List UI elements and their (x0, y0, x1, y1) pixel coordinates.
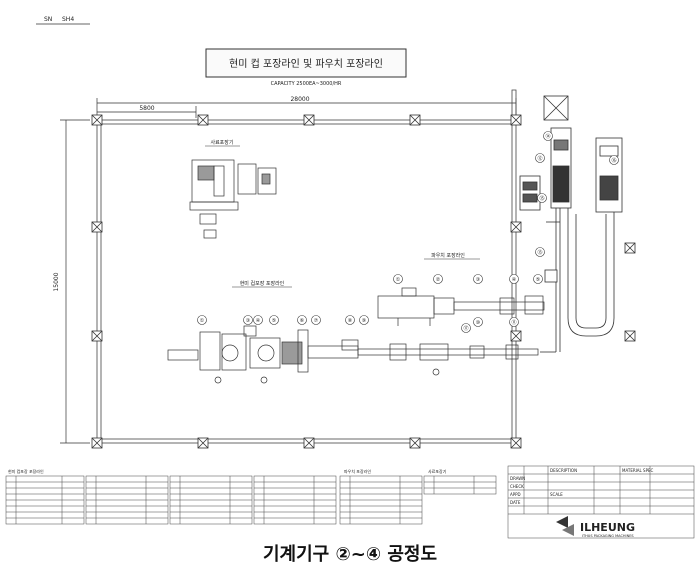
company-logo: ILHEUNG ITHUS PACKAGING MACHINES (556, 516, 635, 538)
title-block-check: CHECK (510, 484, 524, 489)
column (91, 330, 103, 342)
columns (91, 114, 636, 449)
svg-text:⑤: ⑤ (272, 318, 276, 324)
parts-list-3: 사료포장기 (423, 468, 497, 495)
column (624, 330, 636, 342)
callout: ③ (473, 274, 483, 284)
building-outline (96, 89, 517, 444)
column (197, 437, 209, 449)
column (197, 114, 209, 126)
column (510, 330, 522, 342)
column (409, 114, 421, 126)
room-c-label: 현미 컵포장 포장라인 (240, 280, 285, 287)
svg-text:③: ③ (246, 318, 250, 324)
title-block-description: DESCRIPTION (550, 468, 577, 473)
title-block-material: MATERIAL SPEC (622, 468, 654, 473)
parts-list-1: 현미 컵포장 포장라인 (5, 468, 337, 525)
column (624, 242, 636, 254)
transfer-conveyor (540, 204, 615, 353)
column (303, 437, 315, 449)
corner-header: SN SH4 (36, 16, 90, 25)
callout: ⑪ (509, 317, 519, 327)
callout: ⑭ (543, 131, 553, 141)
callouts: ① ② ③ ④ ⑤ ① ③ ④ ⑤ ⑥ ⑦ ⑧ ⑨ ⑩ ⑪ ⑰ ⑫ ⑬ ⑭ ⑮ … (197, 131, 619, 333)
callout: ⑩ (473, 317, 483, 327)
callout: ③ (243, 315, 253, 325)
column (91, 114, 103, 126)
company-sub: ITHUS PACKAGING MACHINES (582, 534, 634, 538)
parts-list-3-title: 사료포장기 (428, 468, 447, 474)
callout: ⑰ (461, 323, 471, 333)
svg-text:⑮: ⑮ (539, 195, 544, 202)
callout: ⑬ (535, 247, 545, 257)
svg-text:⑨: ⑨ (362, 318, 366, 324)
room-a-label: 사료포장기 (210, 139, 233, 146)
callout: ⑮ (537, 193, 547, 203)
parts-list-2: 파우치 포장라인 (339, 468, 423, 525)
title-block-scale: SCALE (550, 492, 563, 497)
callout: ⑥ (297, 315, 307, 325)
title-block-appd: APPD (510, 492, 521, 497)
callout: ④ (253, 315, 263, 325)
svg-text:②: ② (436, 277, 441, 283)
svg-text:⑰: ⑰ (463, 325, 468, 332)
drawing-title: 현미 컵 포장라인 및 파우치 포장라인 CAPACITY 2500EA~300… (205, 48, 407, 87)
svg-text:⑯: ⑯ (611, 157, 616, 164)
svg-text:①: ① (396, 277, 401, 283)
callout: ⑯ (609, 155, 619, 165)
dim-left-width: 5800 (139, 105, 154, 112)
svg-text:⑪: ⑪ (511, 319, 516, 326)
callout: ⑨ (359, 315, 369, 325)
callout: ⑧ (345, 315, 355, 325)
svg-text:⑤: ⑤ (536, 277, 540, 283)
corner-rev: SH4 (62, 16, 74, 23)
parts-list-1-title: 현미 컵포장 포장라인 (8, 468, 44, 474)
svg-text:⑦: ⑦ (314, 318, 319, 324)
room-b-label: 파우치 포장라인 (431, 252, 465, 259)
corner-no: SN (44, 16, 52, 23)
svg-text:④: ④ (512, 277, 517, 283)
figure-caption: 기계기구 ②~④ 공정도 (262, 544, 437, 565)
dimension-left (60, 119, 90, 444)
column (510, 437, 522, 449)
capacity-text: CAPACITY 2500EA~3000/HR (271, 81, 342, 87)
cup-line (167, 325, 539, 384)
callout: ① (393, 274, 403, 284)
column (91, 221, 103, 233)
company-name: ILHEUNG (580, 521, 635, 534)
svg-text:⑬: ⑬ (537, 249, 542, 256)
column (303, 114, 315, 126)
callout: ⑫ (535, 153, 545, 163)
callout: ① (197, 315, 207, 325)
svg-text:①: ① (200, 318, 205, 324)
pouch-line (377, 287, 545, 326)
svg-text:⑫: ⑫ (537, 155, 542, 162)
svg-text:⑭: ⑭ (545, 133, 550, 140)
title-block-date: DATE (510, 500, 521, 505)
svg-text:⑩: ⑩ (476, 320, 481, 326)
right-machines (519, 95, 623, 283)
title-text: 현미 컵 포장라인 및 파우치 포장라인 (229, 57, 383, 70)
column (409, 437, 421, 449)
svg-text:⑧: ⑧ (348, 318, 353, 324)
callout: ⑤ (269, 315, 279, 325)
callout: ④ (509, 274, 519, 284)
title-block-drawn: DRAWN (510, 476, 525, 481)
svg-text:④: ④ (256, 318, 261, 324)
feed-packing-machine: 사료포장기 (189, 139, 277, 239)
column (510, 221, 522, 233)
callout: ⑦ (311, 315, 321, 325)
dim-total-width: 28000 (290, 96, 309, 103)
parts-list-2-title: 파우치 포장라인 (344, 468, 371, 474)
title-block (507, 465, 695, 539)
column (91, 437, 103, 449)
dim-height: 15000 (53, 272, 60, 291)
callout: ② (433, 274, 443, 284)
callout: ⑤ (533, 274, 543, 284)
column (510, 114, 522, 126)
svg-text:③: ③ (476, 277, 480, 283)
svg-text:⑥: ⑥ (300, 318, 305, 324)
